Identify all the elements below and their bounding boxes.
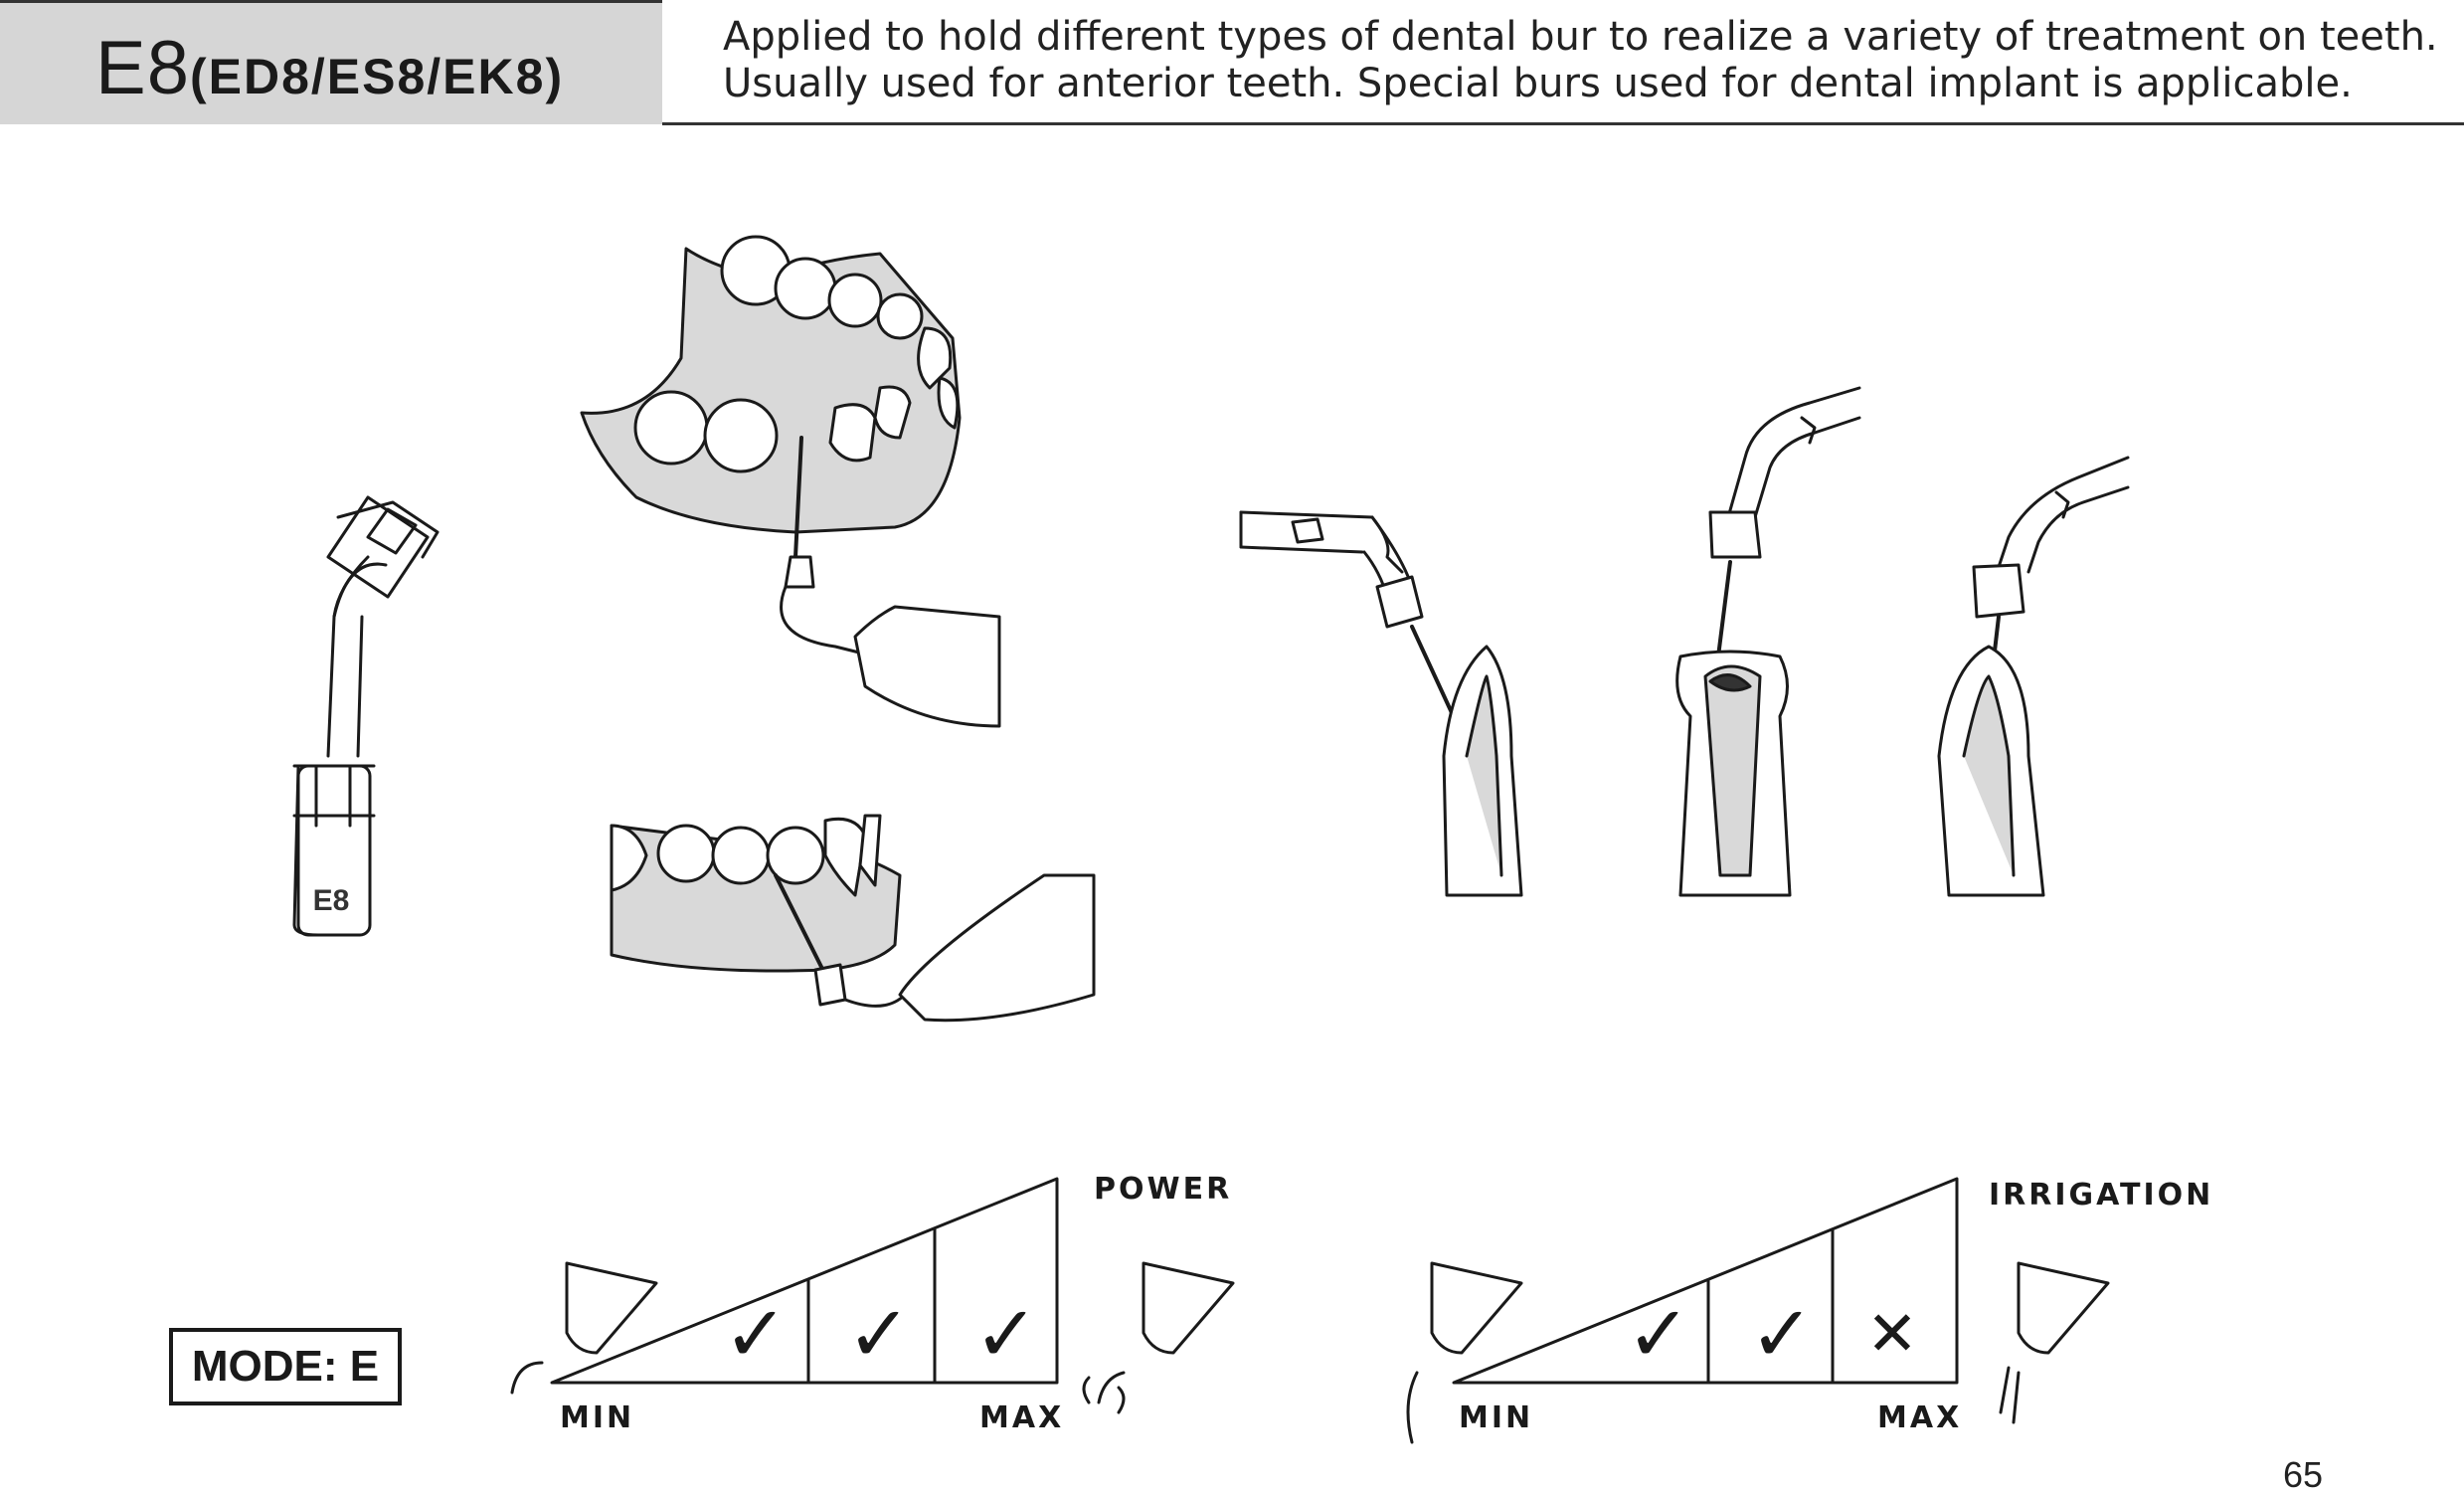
irrigation-check-2: ✓ — [1749, 1290, 1814, 1380]
irrigation-check-1: ✓ — [1626, 1290, 1690, 1380]
irrigation-max-label: MAX — [1877, 1401, 1963, 1435]
power-check-3: ✓ — [973, 1290, 1038, 1380]
power-min-label: MIN — [560, 1401, 635, 1435]
model-name: E8 — [95, 26, 190, 110]
mode-label: MODE: E — [169, 1328, 402, 1405]
irrigation-marks: ✓ ✓ ✕ — [1626, 1290, 1918, 1380]
power-max-label: MAX — [979, 1401, 1065, 1435]
irrigation-scale — [1406, 1177, 2110, 1444]
page-title: E8(ED8/ES8/EK8) — [95, 25, 564, 111]
description: Applied to hold different types of denta… — [723, 14, 2438, 107]
power-label: POWER — [1094, 1172, 1233, 1207]
irrigation-min-label: MIN — [1459, 1401, 1534, 1435]
power-handpiece-max — [1082, 1261, 1235, 1414]
e8-tip-illustration — [292, 495, 440, 937]
description-line-2: Usually used for anterior teeth. Special… — [723, 61, 2353, 106]
tooth-section-2 — [1675, 386, 1861, 897]
irrigation-label: IRRIGATION — [1989, 1178, 2214, 1213]
power-handpiece-min — [510, 1261, 658, 1395]
power-check-1: ✓ — [723, 1290, 788, 1380]
irrigation-handpiece-max — [1999, 1261, 2110, 1424]
title-box: E8(ED8/ES8/EK8) — [0, 0, 662, 124]
page-number: 65 — [2283, 1454, 2324, 1495]
header-divider — [662, 122, 2464, 125]
model-variants: (ED8/ES8/EK8) — [189, 49, 565, 104]
irrigation-cross: ✕ — [1866, 1297, 1918, 1370]
irrigation-handpiece-min — [1406, 1261, 1523, 1444]
jaw-implant-illustration — [580, 235, 1001, 728]
power-check-2: ✓ — [846, 1290, 911, 1380]
tooth-section-1 — [1239, 510, 1523, 897]
tooth-section-3 — [1937, 456, 2130, 897]
power-scale — [510, 1177, 1235, 1414]
power-marks: ✓ ✓ ✓ — [723, 1290, 1038, 1380]
description-line-1: Applied to hold different types of denta… — [723, 14, 2438, 60]
lower-jaw-illustration — [610, 814, 1096, 1023]
tip-label: E8 — [313, 884, 350, 917]
